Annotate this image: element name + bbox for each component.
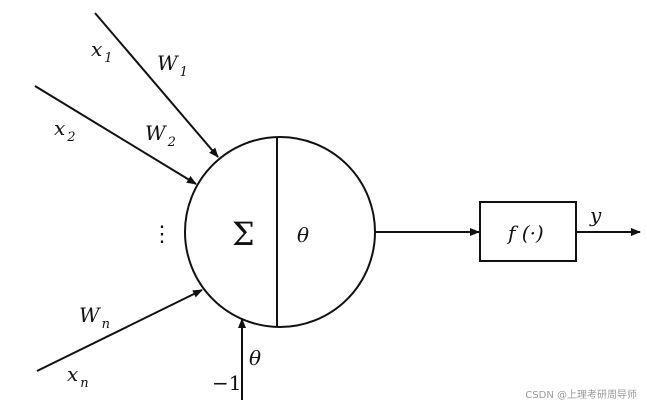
input-1-arrow [94, 12, 219, 158]
ellipsis-dots: ⋮ [151, 222, 173, 247]
output-label: y [589, 203, 602, 227]
bias-input-label: −1 [212, 371, 241, 395]
activation-label: f (·) [506, 221, 544, 245]
sum-symbol: Σ [232, 215, 255, 253]
input-2-arrow [34, 85, 197, 185]
neuron-circle [184, 136, 376, 328]
input-n-arrow [36, 289, 203, 372]
watermark: CSDN @上理考研周导师 [525, 390, 637, 401]
bias-weight-label: θ [249, 346, 261, 370]
threshold-symbol: θ [297, 223, 309, 247]
